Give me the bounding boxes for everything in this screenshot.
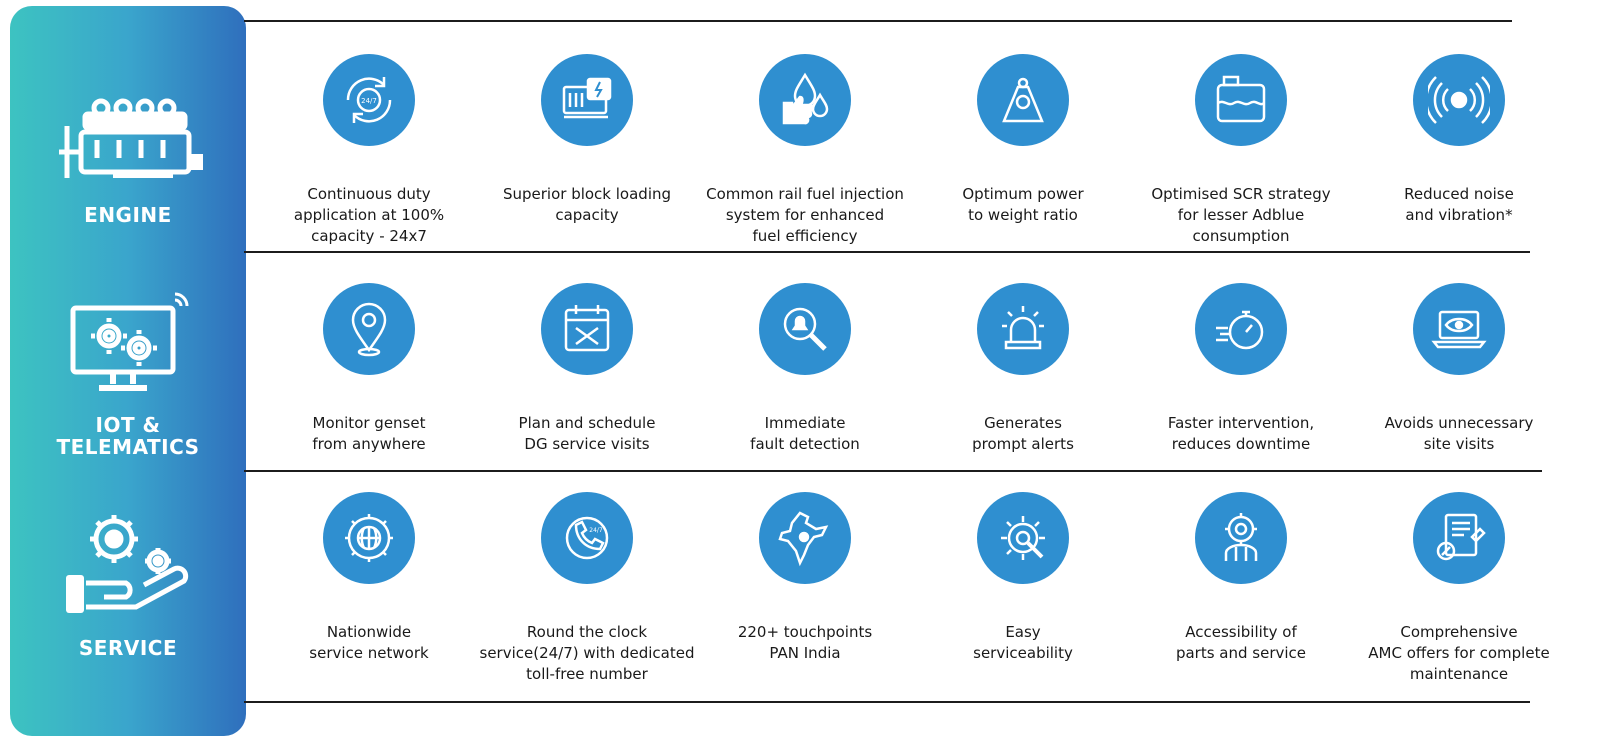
feature-caption: Optimum power to weight ratio [962, 185, 1084, 224]
feature-caption: Superior block loading capacity [502, 185, 672, 224]
feature-caption: Nationwide service network [309, 623, 429, 662]
feature-caption: Common rail fuel injection system for en… [706, 185, 904, 245]
feature-item: 24/7 Round the clock service(24/7) with … [476, 492, 698, 685]
feature-icon-circle [977, 283, 1069, 375]
feature-icon-circle [1413, 54, 1505, 146]
feature-icon-circle [323, 492, 415, 584]
feature-item: Easy serviceability [912, 492, 1134, 664]
feature-item: Optimum power to weight ratio [912, 54, 1134, 226]
feature-caption: Faster intervention, reduces downtime [1167, 414, 1315, 453]
feature-icon-circle [1195, 283, 1287, 375]
feature-item: Superior block loading capacity [476, 54, 698, 226]
feature-caption: Continuous duty application at 100% capa… [293, 185, 445, 245]
feature-icon-circle [1413, 283, 1505, 375]
feature-icon-circle: 24/7 [323, 54, 415, 146]
category-service: SERVICE [10, 511, 246, 659]
feature-icon-circle [323, 283, 415, 375]
feature-icon-circle [1413, 492, 1505, 584]
weight-icon [1002, 77, 1044, 123]
feature-item: Avoids unnecessary site visits [1348, 283, 1570, 455]
calendar-tools-icon [564, 305, 610, 352]
divider-2 [244, 470, 1542, 472]
feature-icon-circle [541, 54, 633, 146]
person-gear-icon [1224, 513, 1258, 561]
feature-caption: Accessibility of parts and service [1175, 623, 1307, 662]
feature-icon-circle [759, 492, 851, 584]
feature-icon-circle [1195, 492, 1287, 584]
feature-caption: Round the clock service(24/7) with dedic… [479, 623, 695, 683]
feature-item: Optimised SCR strategy for lesser Adblue… [1130, 54, 1352, 247]
feature-icon-circle [977, 54, 1069, 146]
feature-caption: Avoids unnecessary site visits [1384, 414, 1534, 453]
feature-caption: Plan and schedule DG service visits [518, 414, 656, 453]
laptop-eye-icon [1431, 310, 1487, 349]
globe-gear-icon [345, 514, 393, 562]
category-panel: ENGINE IOT & TELEMATICS SERVICE [10, 6, 246, 736]
feature-item: Nationwide service network [258, 492, 480, 664]
fuel-drops-icon [782, 72, 829, 125]
feature-icon-circle [977, 492, 1069, 584]
category-iot: IOT & TELEMATICS [10, 292, 246, 458]
feature-caption: Monitor genset from anywhere [312, 414, 426, 453]
feature-caption: Comprehensive AMC offers for complete ma… [1368, 623, 1550, 683]
divider-1 [244, 251, 1530, 253]
stopwatch-icon [1216, 310, 1264, 350]
monitor-gears-icon [70, 292, 189, 391]
feature-item: Common rail fuel injection system for en… [694, 54, 916, 247]
siren-icon [1002, 306, 1044, 350]
hand-gears-icon [66, 515, 189, 613]
feature-caption: Reduced noise and vibration* [1404, 185, 1514, 224]
svg-text:24/7: 24/7 [361, 97, 377, 105]
feature-item: Faster intervention, reduces downtime [1130, 283, 1352, 455]
divider-bottom [244, 701, 1530, 703]
feature-item: 220+ touchpoints PAN India [694, 492, 916, 664]
feature-icon-circle [541, 283, 633, 375]
feature-item: Generates prompt alerts [912, 283, 1134, 455]
engine-icon [59, 98, 203, 178]
feature-item: Comprehensive AMC offers for complete ma… [1348, 492, 1570, 685]
feature-item: 24/7 Continuous duty application at 100%… [258, 54, 480, 247]
category-label: SERVICE [78, 636, 178, 660]
document-pen-icon [1436, 513, 1486, 561]
magnifier-alert-icon [783, 307, 827, 351]
feature-item: Plan and schedule DG service visits [476, 283, 698, 455]
category-engine: ENGINE [10, 96, 246, 226]
feature-caption: Generates prompt alerts [972, 414, 1074, 453]
feature-icon-circle [759, 283, 851, 375]
feature-icon-circle: 24/7 [541, 492, 633, 584]
feature-item: Immediate fault detection [694, 283, 916, 455]
cycle-247-icon: 24/7 [346, 77, 392, 123]
tank-icon [1216, 75, 1266, 123]
generator-icon [562, 77, 612, 119]
location-pin-icon [351, 302, 387, 357]
feature-item: Monitor genset from anywhere [258, 283, 480, 455]
phone-247-icon: 24/7 [565, 516, 609, 560]
divider-top [244, 20, 1512, 22]
category-label: IOT & TELEMATICS [56, 413, 200, 459]
gear-wrench-icon [1001, 516, 1045, 560]
svg-text:24/7: 24/7 [589, 527, 603, 534]
feature-icon-circle [1195, 54, 1287, 146]
feature-item: Reduced noise and vibration* [1348, 54, 1570, 226]
feature-icon-circle [759, 54, 851, 146]
india-map-icon [778, 511, 829, 567]
feature-caption: Optimised SCR strategy for lesser Adblue… [1151, 185, 1331, 245]
feature-caption: Easy serviceability [973, 623, 1073, 662]
feature-caption: 220+ touchpoints PAN India [737, 623, 873, 662]
feature-caption: Immediate fault detection [750, 414, 860, 453]
feature-item: Accessibility of parts and service [1130, 492, 1352, 664]
category-label: ENGINE [84, 203, 172, 227]
vibration-icon [1428, 76, 1490, 124]
